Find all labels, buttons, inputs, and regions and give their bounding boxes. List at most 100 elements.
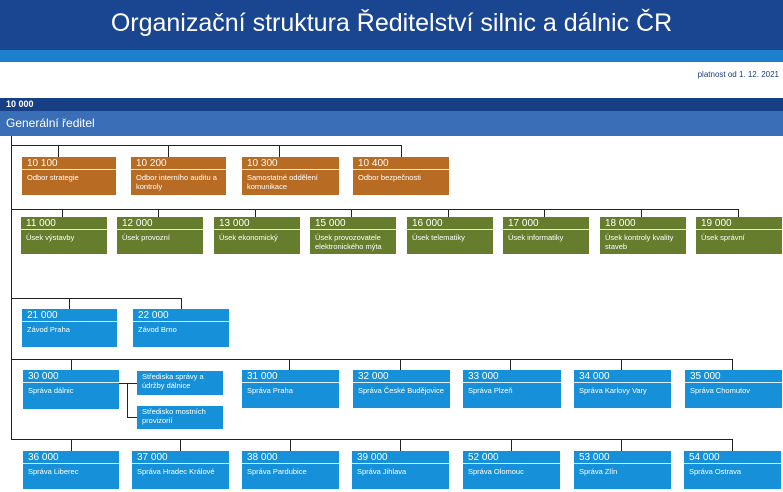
org-unit-38000[interactable]: 38 000 Správa Pardubice	[242, 451, 339, 489]
unit-code: 10 300	[242, 157, 339, 170]
connector	[158, 209, 159, 217]
connector	[289, 359, 290, 370]
connector	[511, 439, 512, 451]
connector	[180, 439, 181, 451]
unit-code: 38 000	[242, 451, 339, 464]
unit-name: Správa dálnic	[28, 386, 74, 395]
org-unit-10400[interactable]: 10 400 Odbor bezpečnosti	[353, 157, 449, 195]
unit-name: Správa Hradec Králové	[137, 467, 215, 476]
unit-code: 54 000	[684, 451, 781, 464]
connector	[732, 359, 733, 370]
org-unit-22000[interactable]: 22 000 Závod Brno	[133, 309, 229, 347]
connector	[641, 209, 642, 217]
unit-name: Odbor interního auditu a kontroly	[136, 173, 217, 191]
connector	[279, 145, 280, 157]
row1-connector	[11, 145, 402, 146]
unit-name: Správa Praha	[247, 386, 293, 395]
org-unit-54000[interactable]: 54 000 Správa Ostrava	[684, 451, 781, 489]
org-unit-19000[interactable]: 19 000 Úsek správní	[696, 217, 782, 254]
org-unit-11000[interactable]: 11 000 Úsek výstavby	[21, 217, 107, 254]
unit-name: Úsek provozní	[122, 233, 170, 242]
org-unit-15000[interactable]: 15 000 Úsek provozovatele elektronického…	[310, 217, 396, 254]
unit-code: 10 400	[353, 157, 449, 170]
connector	[181, 298, 182, 309]
unit-code: 31 000	[242, 370, 339, 383]
connector	[400, 359, 401, 370]
org-unit-33000[interactable]: 33 000 Správa Plzeň	[463, 370, 561, 408]
org-unit-12000[interactable]: 12 000 Úsek provozní	[117, 217, 203, 254]
unit-name: Úsek kontroly kvality staveb	[605, 233, 674, 251]
unit-name: Správa Liberec	[28, 467, 79, 476]
unit-name: Závod Brno	[138, 325, 177, 334]
director-name: Generální ředitel	[6, 116, 95, 130]
unit-code: 16 000	[407, 217, 493, 230]
sub-unit-maintenance-centres[interactable]: Střediska správy a údržby dálnice	[137, 371, 223, 395]
unit-name: Odbor bezpečnosti	[358, 173, 421, 182]
unit-code: 11 000	[21, 217, 107, 230]
connector	[71, 439, 72, 451]
unit-name: Správa České Budějovice	[358, 386, 444, 395]
org-unit-34000[interactable]: 34 000 Správa Karlovy Vary	[574, 370, 671, 408]
unit-code: 10 100	[22, 157, 116, 170]
connector	[255, 209, 256, 217]
unit-code: 12 000	[117, 217, 203, 230]
org-unit-10300[interactable]: 10 300 Samostatné oddělení komunikace	[242, 157, 339, 195]
unit-code: 52 000	[463, 451, 560, 464]
org-unit-39000[interactable]: 39 000 Správa Jihlava	[352, 451, 449, 489]
connector	[544, 209, 545, 217]
org-unit-31000[interactable]: 31 000 Správa Praha	[242, 370, 339, 408]
unit-name: Správa Pardubice	[247, 467, 307, 476]
connector	[738, 209, 739, 217]
org-unit-52000[interactable]: 52 000 Správa Olomouc	[463, 451, 560, 489]
org-unit-36000[interactable]: 36 000 Správa Liberec	[23, 451, 119, 489]
unit-name: Úsek správní	[701, 233, 745, 242]
connector	[168, 145, 169, 157]
sub-unit-bridge-centre[interactable]: Středisko mostních provizorií	[137, 406, 223, 429]
unit-code: 19 000	[696, 217, 782, 230]
unit-name: Správa Plzeň	[468, 386, 513, 395]
connector	[400, 439, 401, 451]
unit-name: Samostatné oddělení komunikace	[247, 173, 318, 191]
org-unit-16000[interactable]: 16 000 Úsek telematiky	[407, 217, 493, 254]
org-unit-53000[interactable]: 53 000 Správa Zlín	[574, 451, 671, 489]
org-unit-18000[interactable]: 18 000 Úsek kontroly kvality staveb	[600, 217, 686, 254]
unit-name: Správa Karlovy Vary	[579, 386, 647, 395]
unit-name: Úsek provozovatele elektronického mýta	[315, 233, 382, 251]
unit-name: Správa Jihlava	[357, 467, 407, 476]
connector	[290, 439, 291, 451]
unit-code: 32 000	[353, 370, 450, 383]
unit-code: 21 000	[22, 309, 117, 322]
org-unit-10200[interactable]: 10 200 Odbor interního auditu a kontroly	[131, 157, 226, 195]
unit-code: 33 000	[463, 370, 561, 383]
connector	[510, 359, 511, 370]
connector	[621, 439, 622, 451]
unit-name: Správa Olomouc	[468, 467, 524, 476]
org-unit-13000[interactable]: 13 000 Úsek ekonomický	[214, 217, 300, 254]
org-unit-17000[interactable]: 17 000 Úsek informatiky	[503, 217, 589, 254]
unit-code: 35 000	[685, 370, 782, 383]
org-unit-30000[interactable]: 30 000 Správa dálnic	[23, 370, 119, 409]
unit-name: Správa Chomutov	[690, 386, 751, 395]
org-unit-21000[interactable]: 21 000 Závod Praha	[22, 309, 117, 347]
row3-connector	[11, 298, 182, 299]
org-unit-35000[interactable]: 35 000 Správa Chomutov	[685, 370, 782, 408]
connector	[351, 209, 352, 217]
unit-code: 22 000	[133, 309, 229, 322]
unit-code: 30 000	[23, 370, 119, 383]
org-unit-32000[interactable]: 32 000 Správa České Budějovice	[353, 370, 450, 408]
unit-code: 13 000	[214, 217, 300, 230]
row5-connector	[11, 439, 733, 440]
connector	[401, 145, 402, 157]
header-stripe	[0, 50, 783, 62]
unit-code: 17 000	[503, 217, 589, 230]
unit-code: 10 200	[131, 157, 226, 170]
unit-name: Odbor strategie	[27, 173, 79, 182]
sub30-connector	[127, 417, 137, 418]
org-unit-10100[interactable]: 10 100 Odbor strategie	[22, 157, 116, 195]
main-trunk-line	[11, 136, 12, 440]
page-title: Organizační struktura Ředitelství silnic…	[0, 0, 783, 50]
unit-name: Střediska správy a údržby dálnice	[142, 372, 204, 390]
director-box[interactable]: Generální ředitel	[0, 111, 783, 136]
org-unit-37000[interactable]: 37 000 Správa Hradec Králové	[132, 451, 229, 489]
connector	[58, 145, 59, 157]
